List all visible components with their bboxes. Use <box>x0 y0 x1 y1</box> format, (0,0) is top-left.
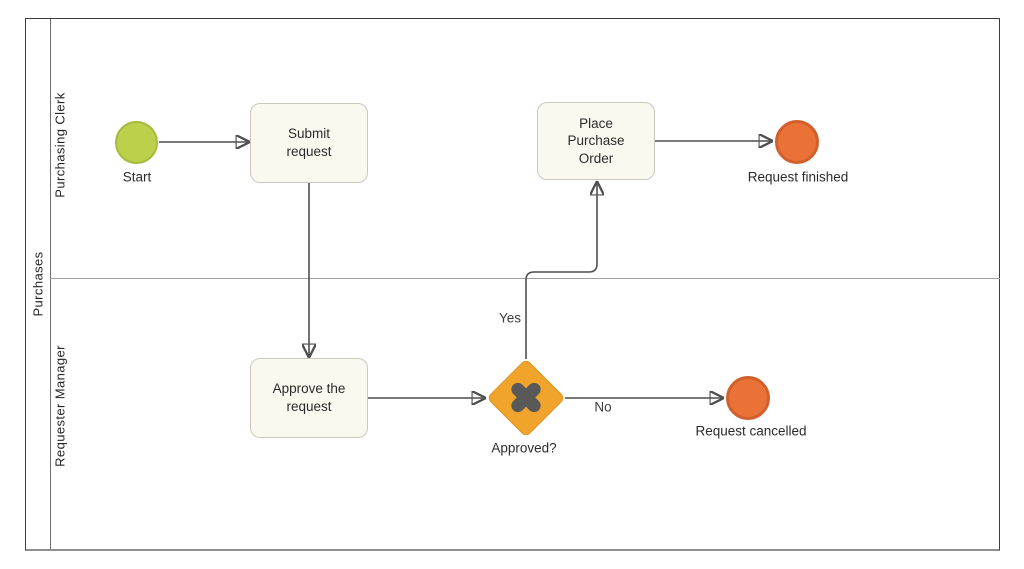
end-event-request-finished-label: Request finished <box>747 169 849 185</box>
pool-label: Purchases <box>30 251 46 317</box>
task-place-purchase-order[interactable]: Place Purchase Order <box>537 102 655 180</box>
end-event-request-cancelled-label: Request cancelled <box>695 423 807 439</box>
task-approve-the-request-label: Approve the request <box>272 381 346 414</box>
task-submit-request-label: Submit request <box>286 126 332 159</box>
task-approve-the-request[interactable]: Approve the request <box>250 358 368 438</box>
lane-label-requester-manager: Requester Manager <box>52 345 68 467</box>
pool-purchases <box>25 18 1000 551</box>
lane-label-purchasing-clerk: Purchasing Clerk <box>52 92 68 198</box>
task-submit-request[interactable]: Submit request <box>250 103 368 183</box>
start-event-label: Start <box>122 169 152 185</box>
pool-label-band <box>26 19 51 549</box>
start-event[interactable] <box>115 121 158 164</box>
gateway-approved-label: Approved? <box>491 440 557 456</box>
lane-separator <box>50 278 1000 280</box>
task-place-purchase-order-label: Place Purchase Order <box>567 115 625 166</box>
flow-label-yes: Yes <box>498 310 522 326</box>
flow-label-no: No <box>594 399 612 415</box>
end-event-request-finished[interactable] <box>775 120 819 164</box>
end-event-request-cancelled[interactable] <box>726 376 770 420</box>
